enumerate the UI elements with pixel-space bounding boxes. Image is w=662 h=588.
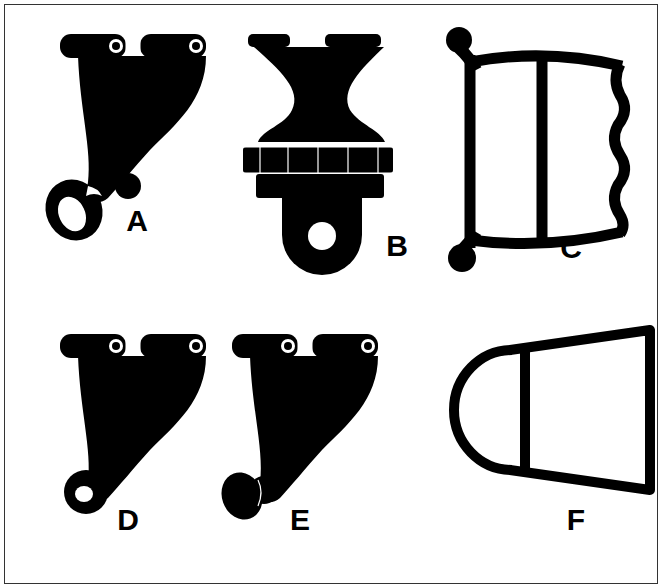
part-letter: D — [117, 505, 139, 535]
fitting-b — [243, 34, 393, 275]
fitting-f — [454, 330, 650, 490]
part-letter: E — [290, 505, 310, 535]
part-letter: B — [386, 231, 408, 261]
frame — [5, 5, 658, 584]
fitting-a — [36, 34, 206, 250]
fitting-c — [446, 27, 625, 272]
fitting-d — [60, 334, 206, 514]
part-letter: F — [567, 505, 585, 535]
part-letter: A — [126, 206, 148, 236]
part-letter: C — [560, 233, 582, 263]
fitting-e — [215, 334, 378, 525]
